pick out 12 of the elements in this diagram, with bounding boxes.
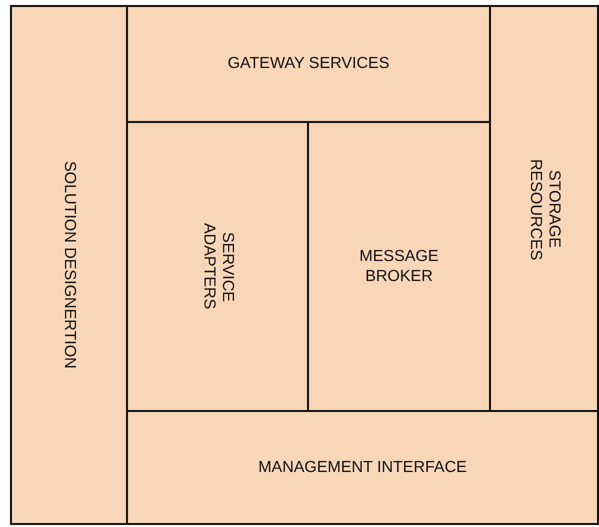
layer-label: MESSAGE BROKER — [358, 246, 440, 286]
layer-box — [126, 5, 491, 123]
layer-box — [126, 121, 309, 412]
layer-label: GATEWAY SERVICES — [228, 54, 390, 74]
layer-box — [126, 410, 599, 525]
layer-label: SERVICE ADAPTERS — [200, 222, 236, 312]
layer-label: SOLUTION DESIGNERTION — [60, 161, 78, 369]
layer-label: STORAGE RESOURCES — [526, 158, 562, 258]
layer-label: MANAGEMENT INTERFACE — [258, 458, 467, 478]
layer-box — [307, 121, 491, 412]
layer-box — [489, 5, 599, 412]
layer-box — [10, 5, 128, 525]
